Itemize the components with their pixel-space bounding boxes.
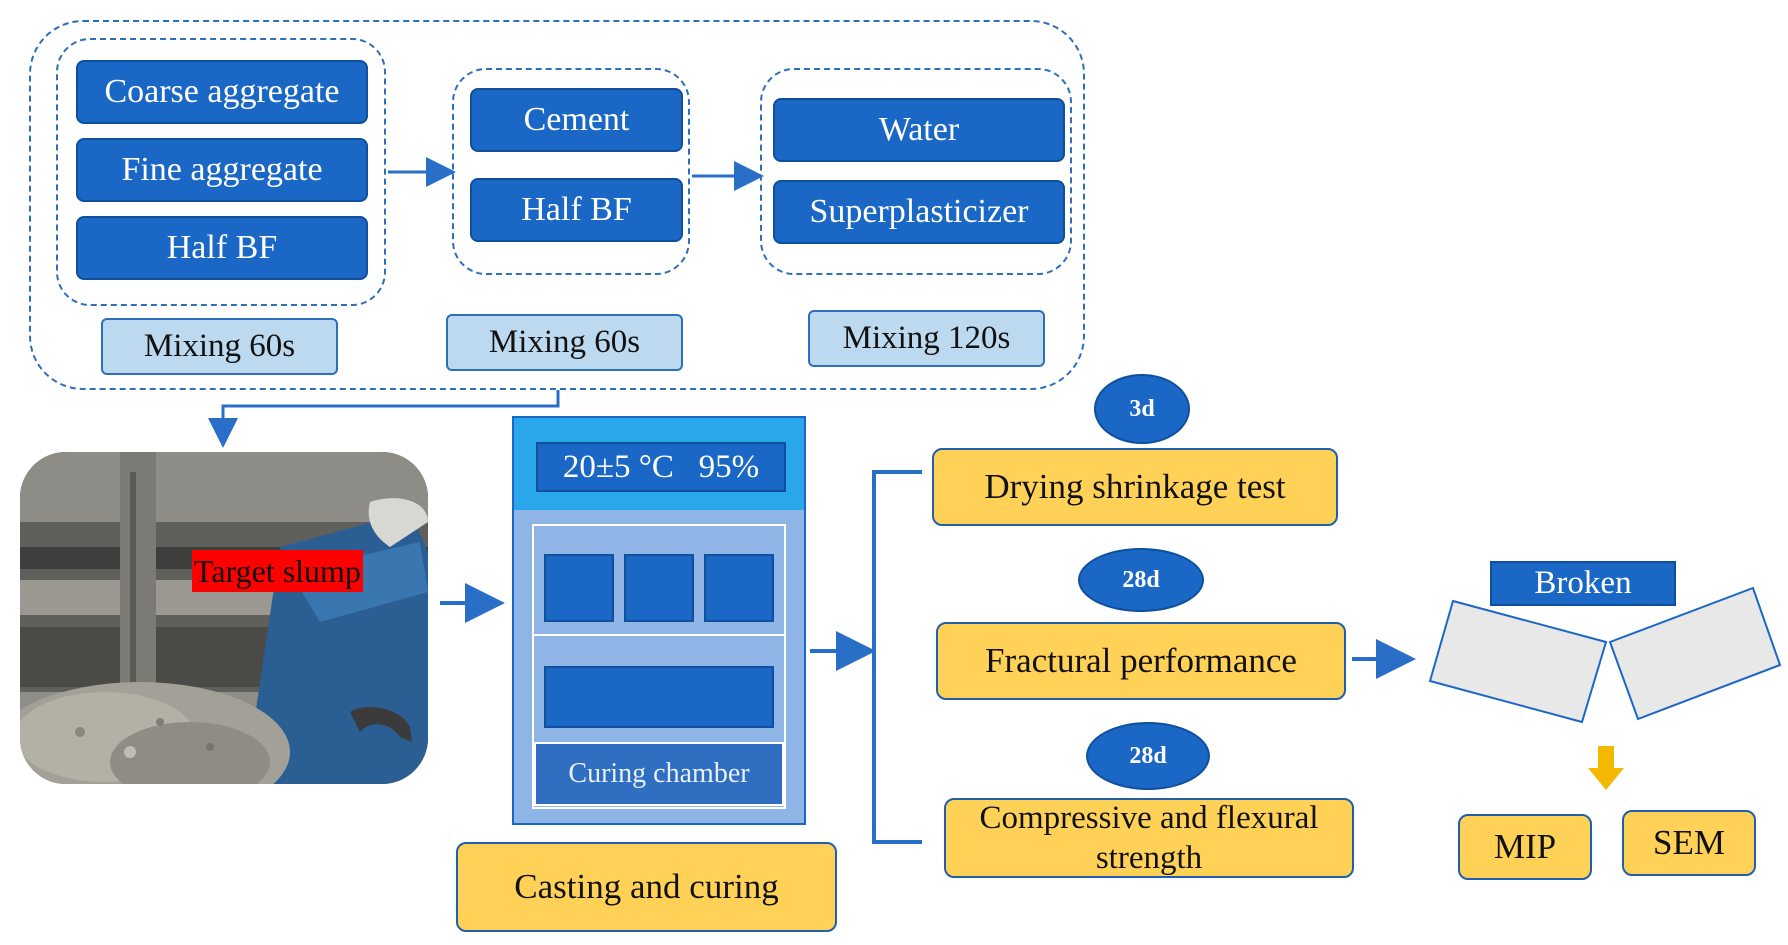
- half-bf-box-2: Half BF: [470, 178, 683, 242]
- fractural-performance-box: Fractural performance: [936, 622, 1346, 700]
- drying-shrinkage-box: Drying shrinkage test: [932, 448, 1338, 526]
- mixing-outer-group: [29, 20, 1085, 390]
- sem-box: SEM: [1622, 810, 1756, 876]
- cement-box: Cement: [470, 88, 683, 152]
- specimen-2: [624, 554, 694, 622]
- coarse-aggregate-box: Coarse aggregate: [76, 60, 368, 124]
- curing-chamber-label: Curing chamber: [534, 742, 784, 806]
- broken-label: Broken: [1490, 561, 1676, 606]
- slump-photo-illustration: [20, 452, 428, 784]
- slump-photo: [20, 452, 428, 784]
- tests-bracket: [872, 470, 922, 844]
- half-bf-box-1: Half BF: [76, 216, 368, 280]
- water-box: Water: [773, 98, 1065, 162]
- age-28d-ellipse-1: 28d: [1078, 548, 1204, 612]
- mixing-60s-label-1: Mixing 60s: [101, 318, 338, 375]
- chamber-inner-frame: Curing chamber: [532, 524, 786, 809]
- superplasticizer-box: Superplasticizer: [773, 180, 1065, 244]
- arrow-mixing-to-photo: [208, 390, 560, 448]
- target-slump-label: Target slump: [192, 550, 363, 592]
- mixing-120s-label: Mixing 120s: [808, 310, 1045, 367]
- mip-box: MIP: [1458, 814, 1592, 880]
- mixing-stage2-group: [452, 68, 690, 275]
- shelf-divider: [534, 634, 784, 636]
- chamber-conditions-display: 20±5 °C 95%: [536, 442, 786, 492]
- specimen-1: [544, 554, 614, 622]
- specimen-beam: [544, 666, 774, 728]
- age-28d-ellipse-2: 28d: [1086, 722, 1210, 790]
- compressive-flexural-box: Compressive and flexural strength: [944, 798, 1354, 878]
- chamber-body: Curing chamber: [514, 510, 804, 823]
- mixing-stage3-group: [760, 68, 1072, 275]
- curing-chamber: 20±5 °C 95% Curing chamber: [512, 416, 806, 825]
- casting-and-curing-box: Casting and curing: [456, 842, 837, 932]
- age-3d-ellipse: 3d: [1094, 374, 1190, 444]
- fine-aggregate-box: Fine aggregate: [76, 138, 368, 202]
- mixing-60s-label-2: Mixing 60s: [446, 314, 683, 371]
- specimen-3: [704, 554, 774, 622]
- mixing-stage1-group: [56, 38, 386, 306]
